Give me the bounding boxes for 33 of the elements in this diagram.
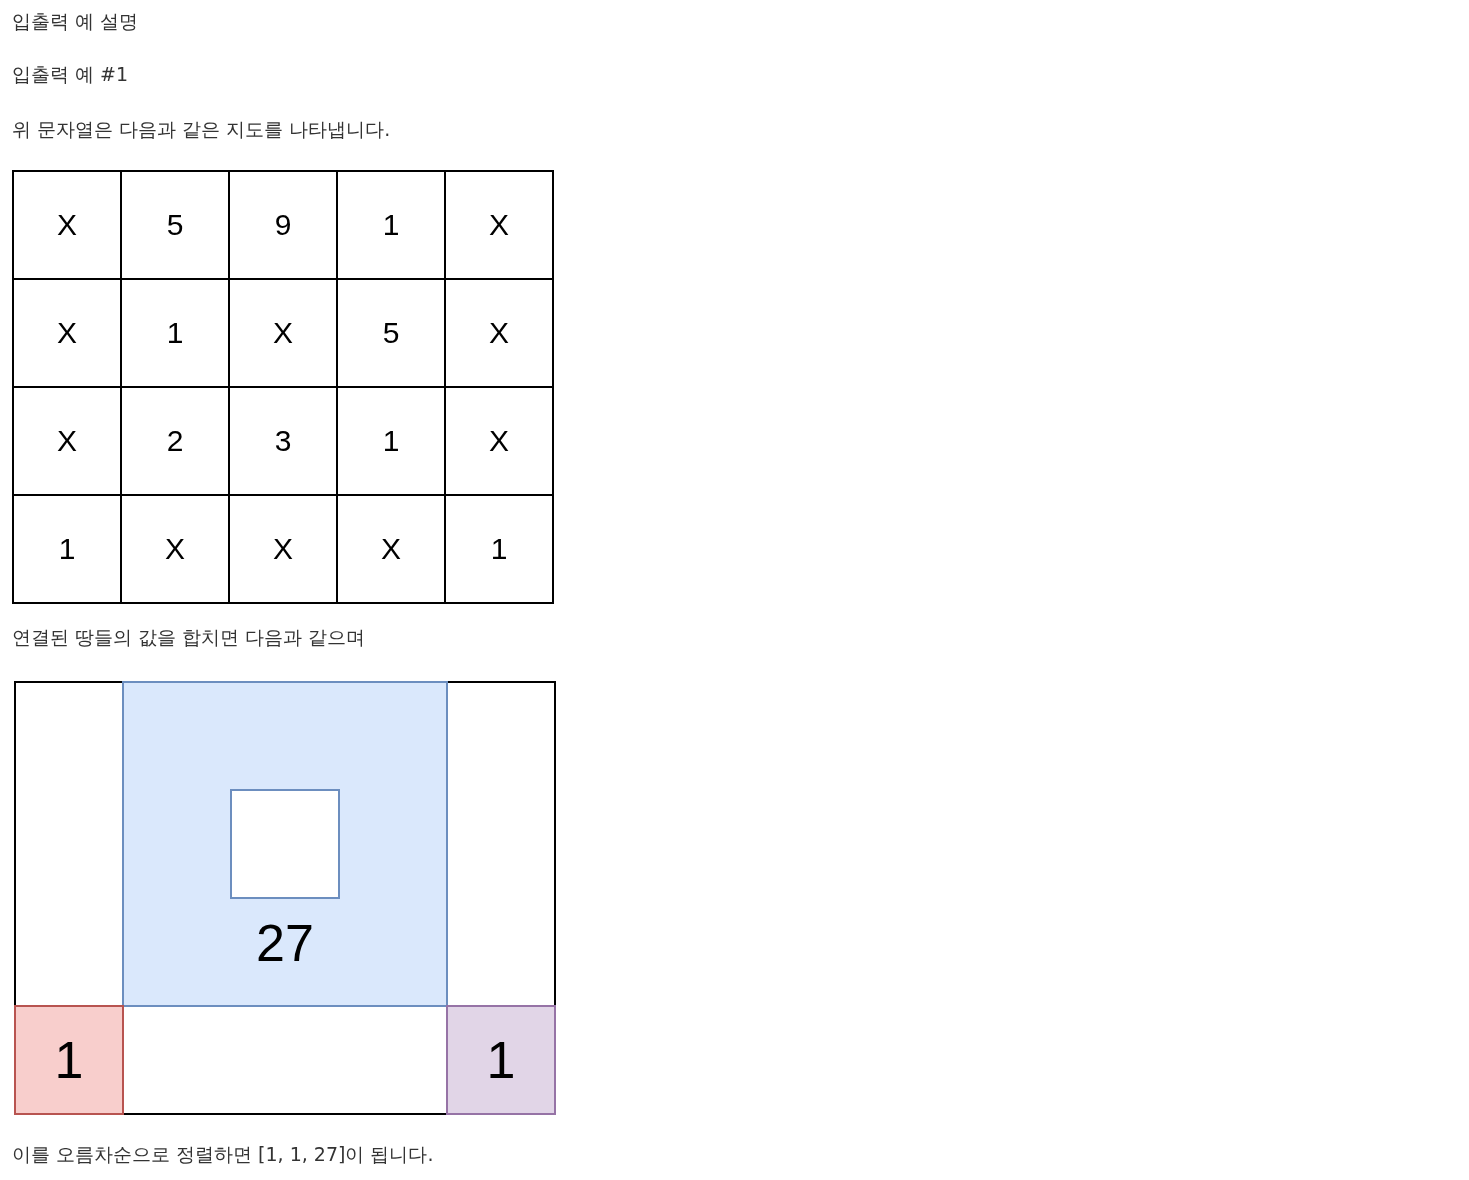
grid-cell: X [14, 280, 122, 388]
map-frame [14, 681, 556, 1115]
grid-cell: 1 [338, 172, 446, 280]
corner-region [446, 1005, 556, 1115]
region-value: 1 [54, 1034, 84, 1086]
grid-cell: X [122, 496, 230, 604]
section-heading: 입출력 예 설명 [12, 9, 139, 34]
grid-cell: 2 [122, 388, 230, 496]
grid-cell: X [14, 172, 122, 280]
grid-cell: 5 [122, 172, 230, 280]
grid-cell: X [230, 496, 338, 604]
description-text: 이를 오름차순으로 정렬하면 [1, 1, 27]이 됩니다. [12, 1142, 434, 1167]
grid-cell: X [446, 172, 554, 280]
grid-cell: 3 [230, 388, 338, 496]
subheading: 입출력 예 #1 [12, 62, 129, 87]
grid-cell: X [14, 388, 122, 496]
grid-cell: X [230, 280, 338, 388]
highlighted-region [122, 681, 448, 1007]
grid-cell: X [446, 280, 554, 388]
region-value: 1 [486, 1034, 516, 1086]
grid-cell: 5 [338, 280, 446, 388]
grid-cell: 1 [446, 496, 554, 604]
grid-cell: X [446, 388, 554, 496]
grid-cell: 9 [230, 172, 338, 280]
region-value: 27 [256, 917, 314, 969]
description-text: 연결된 땅들의 값을 합치면 다음과 같으며 [12, 625, 366, 650]
grid-cell: 1 [14, 496, 122, 604]
grid-cell: 1 [122, 280, 230, 388]
empty-square [230, 789, 340, 899]
description-text: 위 문자열은 다음과 같은 지도를 나타냅니다. [12, 117, 391, 142]
grid-cell: 1 [338, 388, 446, 496]
grid-cell: X [338, 496, 446, 604]
corner-region [14, 1005, 124, 1115]
